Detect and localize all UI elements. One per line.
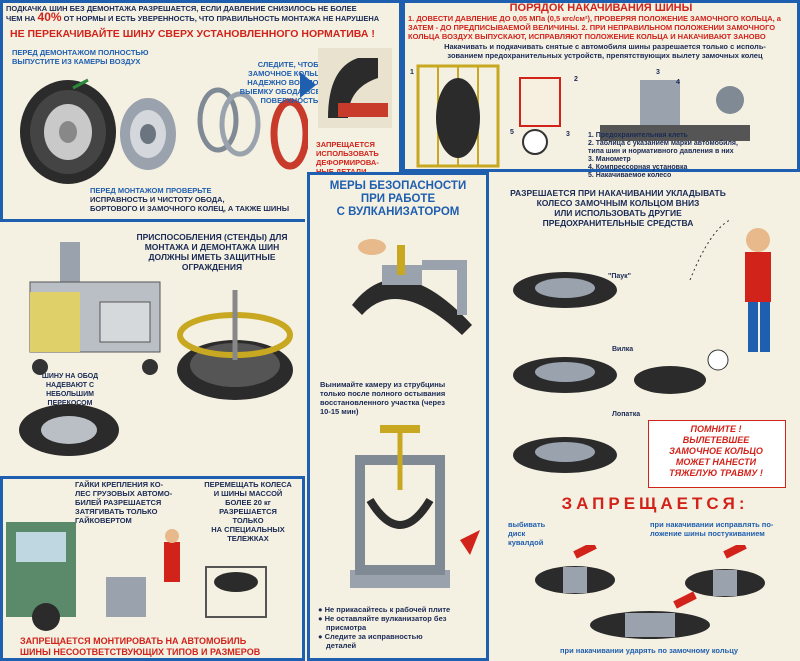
safety-tools-illustration xyxy=(513,272,617,473)
devices-note: Накачивать и подкачивать снятые с автомо… xyxy=(444,42,766,60)
vulcanizer-press xyxy=(350,425,480,588)
callout-5: 5 xyxy=(510,129,514,136)
callout-1: 1 xyxy=(410,69,414,76)
tire-cage-stand xyxy=(177,290,293,400)
tire-stand-machine xyxy=(29,242,161,375)
tool-label-fork: Вилка xyxy=(612,346,634,353)
forbid-hit-ring: при накачивании ударять по замочному кол… xyxy=(560,646,738,655)
callout-4: 4 xyxy=(676,79,680,86)
tool-label-spatula: Лопатка xyxy=(612,411,641,418)
lock-ring-cross-section xyxy=(318,48,392,128)
panel-inflation-order xyxy=(402,0,800,172)
nuts-note: ГАЙКИ КРЕПЛЕНИЯ КО-ЛЕС ГРУЗОВЫХ АВТОМО- … xyxy=(75,480,173,525)
callout-3b: 3 xyxy=(566,131,570,138)
tire-and-rims-illustration xyxy=(20,78,308,184)
remember-box xyxy=(648,420,786,488)
panel-tire-mounting xyxy=(0,0,402,222)
intro-percent: 40% xyxy=(37,10,62,24)
before-mount-note: ПЕРЕД МОНТАЖОМ ПРОВЕРЬТЕ ИСПРАВНОСТЬ И Ч… xyxy=(90,186,290,213)
forbid-tapping: при накачивании исправлять по-ложение ши… xyxy=(650,520,774,538)
panel-vulcanizer xyxy=(307,172,489,661)
worker-inflating-wheel xyxy=(634,219,771,394)
callout-2: 2 xyxy=(574,76,578,83)
overinflation-warning: НЕ ПЕРЕКАЧИВАЙТЕ ШИНУ СВЕРХ УСТАНОВЛЕННО… xyxy=(10,28,375,40)
tire-tilted-on-rim xyxy=(19,404,119,456)
inflation-steps: 1. ДОВЕСТИ ДАВЛЕНИЕ ДО 0,05 МПа (0,5 кгс… xyxy=(408,14,781,41)
inflation-order-title: ПОРЯДОК НАКАЧИВАНИЯ ШИНЫ xyxy=(509,2,693,14)
vulcanizer-clamp-illustration xyxy=(352,239,472,335)
arrow-right-icon xyxy=(300,72,316,98)
forbidden-title: ЗАПРЕЩАЕТСЯ: xyxy=(561,494,749,513)
forbidden-actions-illustration xyxy=(535,545,765,639)
callout-3: 3 xyxy=(656,69,660,76)
inflation-cage-setup xyxy=(416,64,750,168)
intro-line-2: ЧЕМ НА 40% ОТ НОРМЫ И ЕСТЬ УВЕРЕННОСТЬ, … xyxy=(6,10,380,24)
intro-line-1: ПОДКАЧКА ШИН БЕЗ ДЕМОНТАЖА РАЗРЕШАЕТСЯ, … xyxy=(6,4,357,13)
tool-label-spider: "Паук" xyxy=(608,273,631,280)
truck-and-workers xyxy=(6,522,267,631)
vulcanizer-rules: ● Не прикасайтесь к рабочей плите ● Не о… xyxy=(318,605,451,650)
panel-truck-wheels xyxy=(0,476,305,661)
